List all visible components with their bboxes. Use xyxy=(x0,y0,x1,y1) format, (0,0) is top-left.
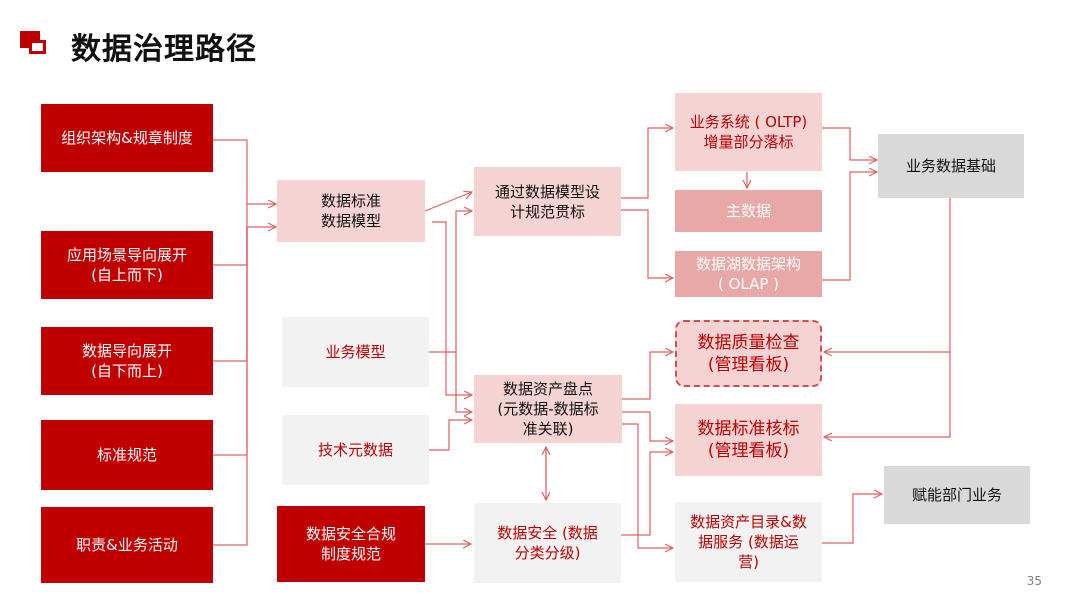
technical-metadata-box: 技术元数据 xyxy=(282,415,429,485)
title-icon xyxy=(20,31,50,57)
data-quality-box: 数据质量检查 (管理看板) xyxy=(675,320,822,387)
duties-activities-box: 职责&业务活动 xyxy=(41,507,213,583)
empower-business-box: 赋能部门业务 xyxy=(884,466,1030,524)
data-security-box: 数据安全 (数据 分类分级) xyxy=(474,503,621,583)
business-foundation-box: 业务数据基础 xyxy=(878,134,1024,198)
oltp-box: 业务系统 ( OLTP) 增量部分落标 xyxy=(675,93,822,171)
page-title: 数据治理路径 xyxy=(71,32,257,67)
business-model-box: 业务模型 xyxy=(282,317,429,387)
model-design-box: 通过数据模型设 计规范贯标 xyxy=(474,167,621,236)
org-structure-box: 组织架构&规章制度 xyxy=(41,104,213,172)
data-lake-box: 数据湖数据架构 ( OLAP ) xyxy=(675,251,822,297)
asset-catalog-box: 数据资产目录&数 据服务 (数据运 营) xyxy=(675,502,822,582)
asset-inventory-box: 数据资产盘点 (元数据-数据标 准关联) xyxy=(474,375,622,443)
page-number: 35 xyxy=(1026,574,1042,588)
data-standard-model-box: 数据标准 数据模型 xyxy=(277,180,425,242)
scenario-driven-box: 应用场景导向展开 (自上而下) xyxy=(41,231,213,299)
standard-check-box: 数据标准核标 (管理看板) xyxy=(675,404,822,476)
data-driven-box: 数据导向展开 (自下而上) xyxy=(41,327,213,395)
standards-box: 标准规范 xyxy=(41,420,213,490)
security-compliance-box: 数据安全合规 制度规范 xyxy=(277,506,425,582)
master-data-box: 主数据 xyxy=(675,190,822,232)
